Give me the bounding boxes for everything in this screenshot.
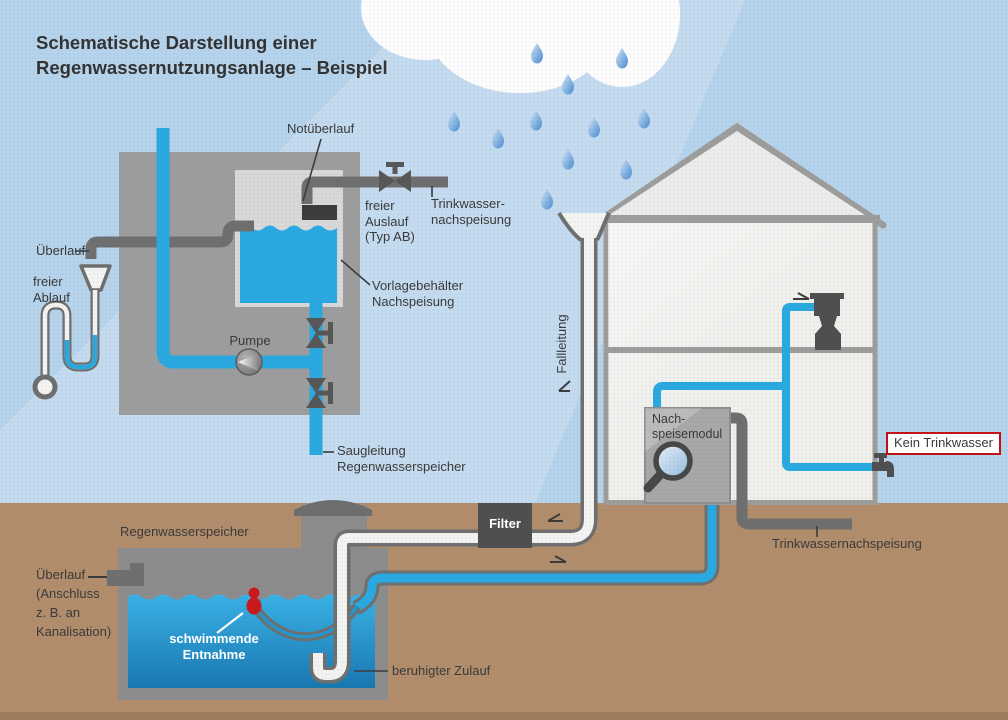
technic-room-detail [85, 128, 448, 455]
label-filter: Filter [489, 516, 521, 532]
flow-arrows [547, 292, 810, 563]
cistern-overflow-pipe [107, 563, 144, 586]
eave-bar [602, 215, 880, 222]
label-schwimmende-entnahme: schwimmende Entnahme [169, 631, 259, 662]
flow-arrow-toilet-icon [793, 292, 810, 300]
flow-arrow-fallleitung-icon [558, 380, 571, 392]
gutter-funnel [559, 213, 609, 241]
downpipe-run [309, 238, 598, 684]
kein-trinkwasser-sign: Kein Trinkwasser [886, 432, 1001, 455]
pump-suction-pipe [156, 128, 316, 369]
pump-icon [235, 348, 263, 376]
valve-icon-lower [306, 378, 333, 408]
house-floor-line [608, 347, 873, 353]
emergency-overflow-opening [302, 205, 337, 220]
valve-icon-horizontal [379, 162, 411, 192]
drinking-water-pipe-underground [726, 412, 852, 530]
top-up-module [643, 407, 731, 504]
cistern-cap [294, 500, 372, 516]
valve-icon-upper [306, 318, 333, 348]
label-notueberlauf: Notüberlauf [287, 121, 355, 136]
tap-icon [872, 453, 894, 477]
house-service-pipes [653, 303, 872, 471]
feed-tank-water [240, 225, 337, 303]
label-nachspeisemodul: Nach- speisemodul [652, 412, 723, 441]
roof-edge [589, 122, 887, 229]
label-saugleitung: Saugleitung Regenwasserspeicher [337, 443, 466, 474]
flow-arrow-left-icon [547, 513, 563, 522]
label-fallleitung: Fallleitung [554, 314, 569, 374]
roof-fill [600, 131, 874, 221]
float-buoy [246, 587, 262, 615]
tank-overflow-pipe [85, 220, 254, 259]
filter-box [478, 503, 532, 548]
label-pumpe: Pumpe [229, 333, 271, 348]
label-ueberlauf-kanalisation: Überlauf (Anschluss z. B. an Kanalisatio… [36, 567, 112, 639]
toilet-icon [810, 293, 844, 350]
label-trinkwasser-nachspeisung-oben: Trinkwasser- nachspeisung [431, 196, 512, 227]
suction-pipe-underground [352, 500, 720, 615]
label-beruhigter-zulauf: beruhigter Zulauf [392, 663, 491, 678]
label-vorlagebehaelter: Vorlagebehälter Nachspeisung [372, 278, 464, 309]
diagram-title: Schematische Darstellung einer Regenwass… [36, 32, 388, 78]
label-trinkwasser-nachspeisung-unten: Trinkwassernachspeisung [772, 536, 922, 551]
label-freier-ablauf: freier Ablauf [33, 274, 70, 305]
label-ueberlauf-technikraum: Überlauf [36, 243, 86, 258]
flow-arrow-right-icon [550, 555, 567, 563]
leader-lines [76, 138, 818, 672]
free-outlet-trap [32, 264, 112, 400]
cloud [361, 0, 680, 93]
label-freier-auslauf: freier Auslauf (Typ AB) [365, 198, 415, 244]
drain-circle [32, 374, 58, 400]
magnifier-icon [643, 441, 693, 493]
label-regenwasserspeicher: Regenwasserspeicher [120, 524, 249, 539]
